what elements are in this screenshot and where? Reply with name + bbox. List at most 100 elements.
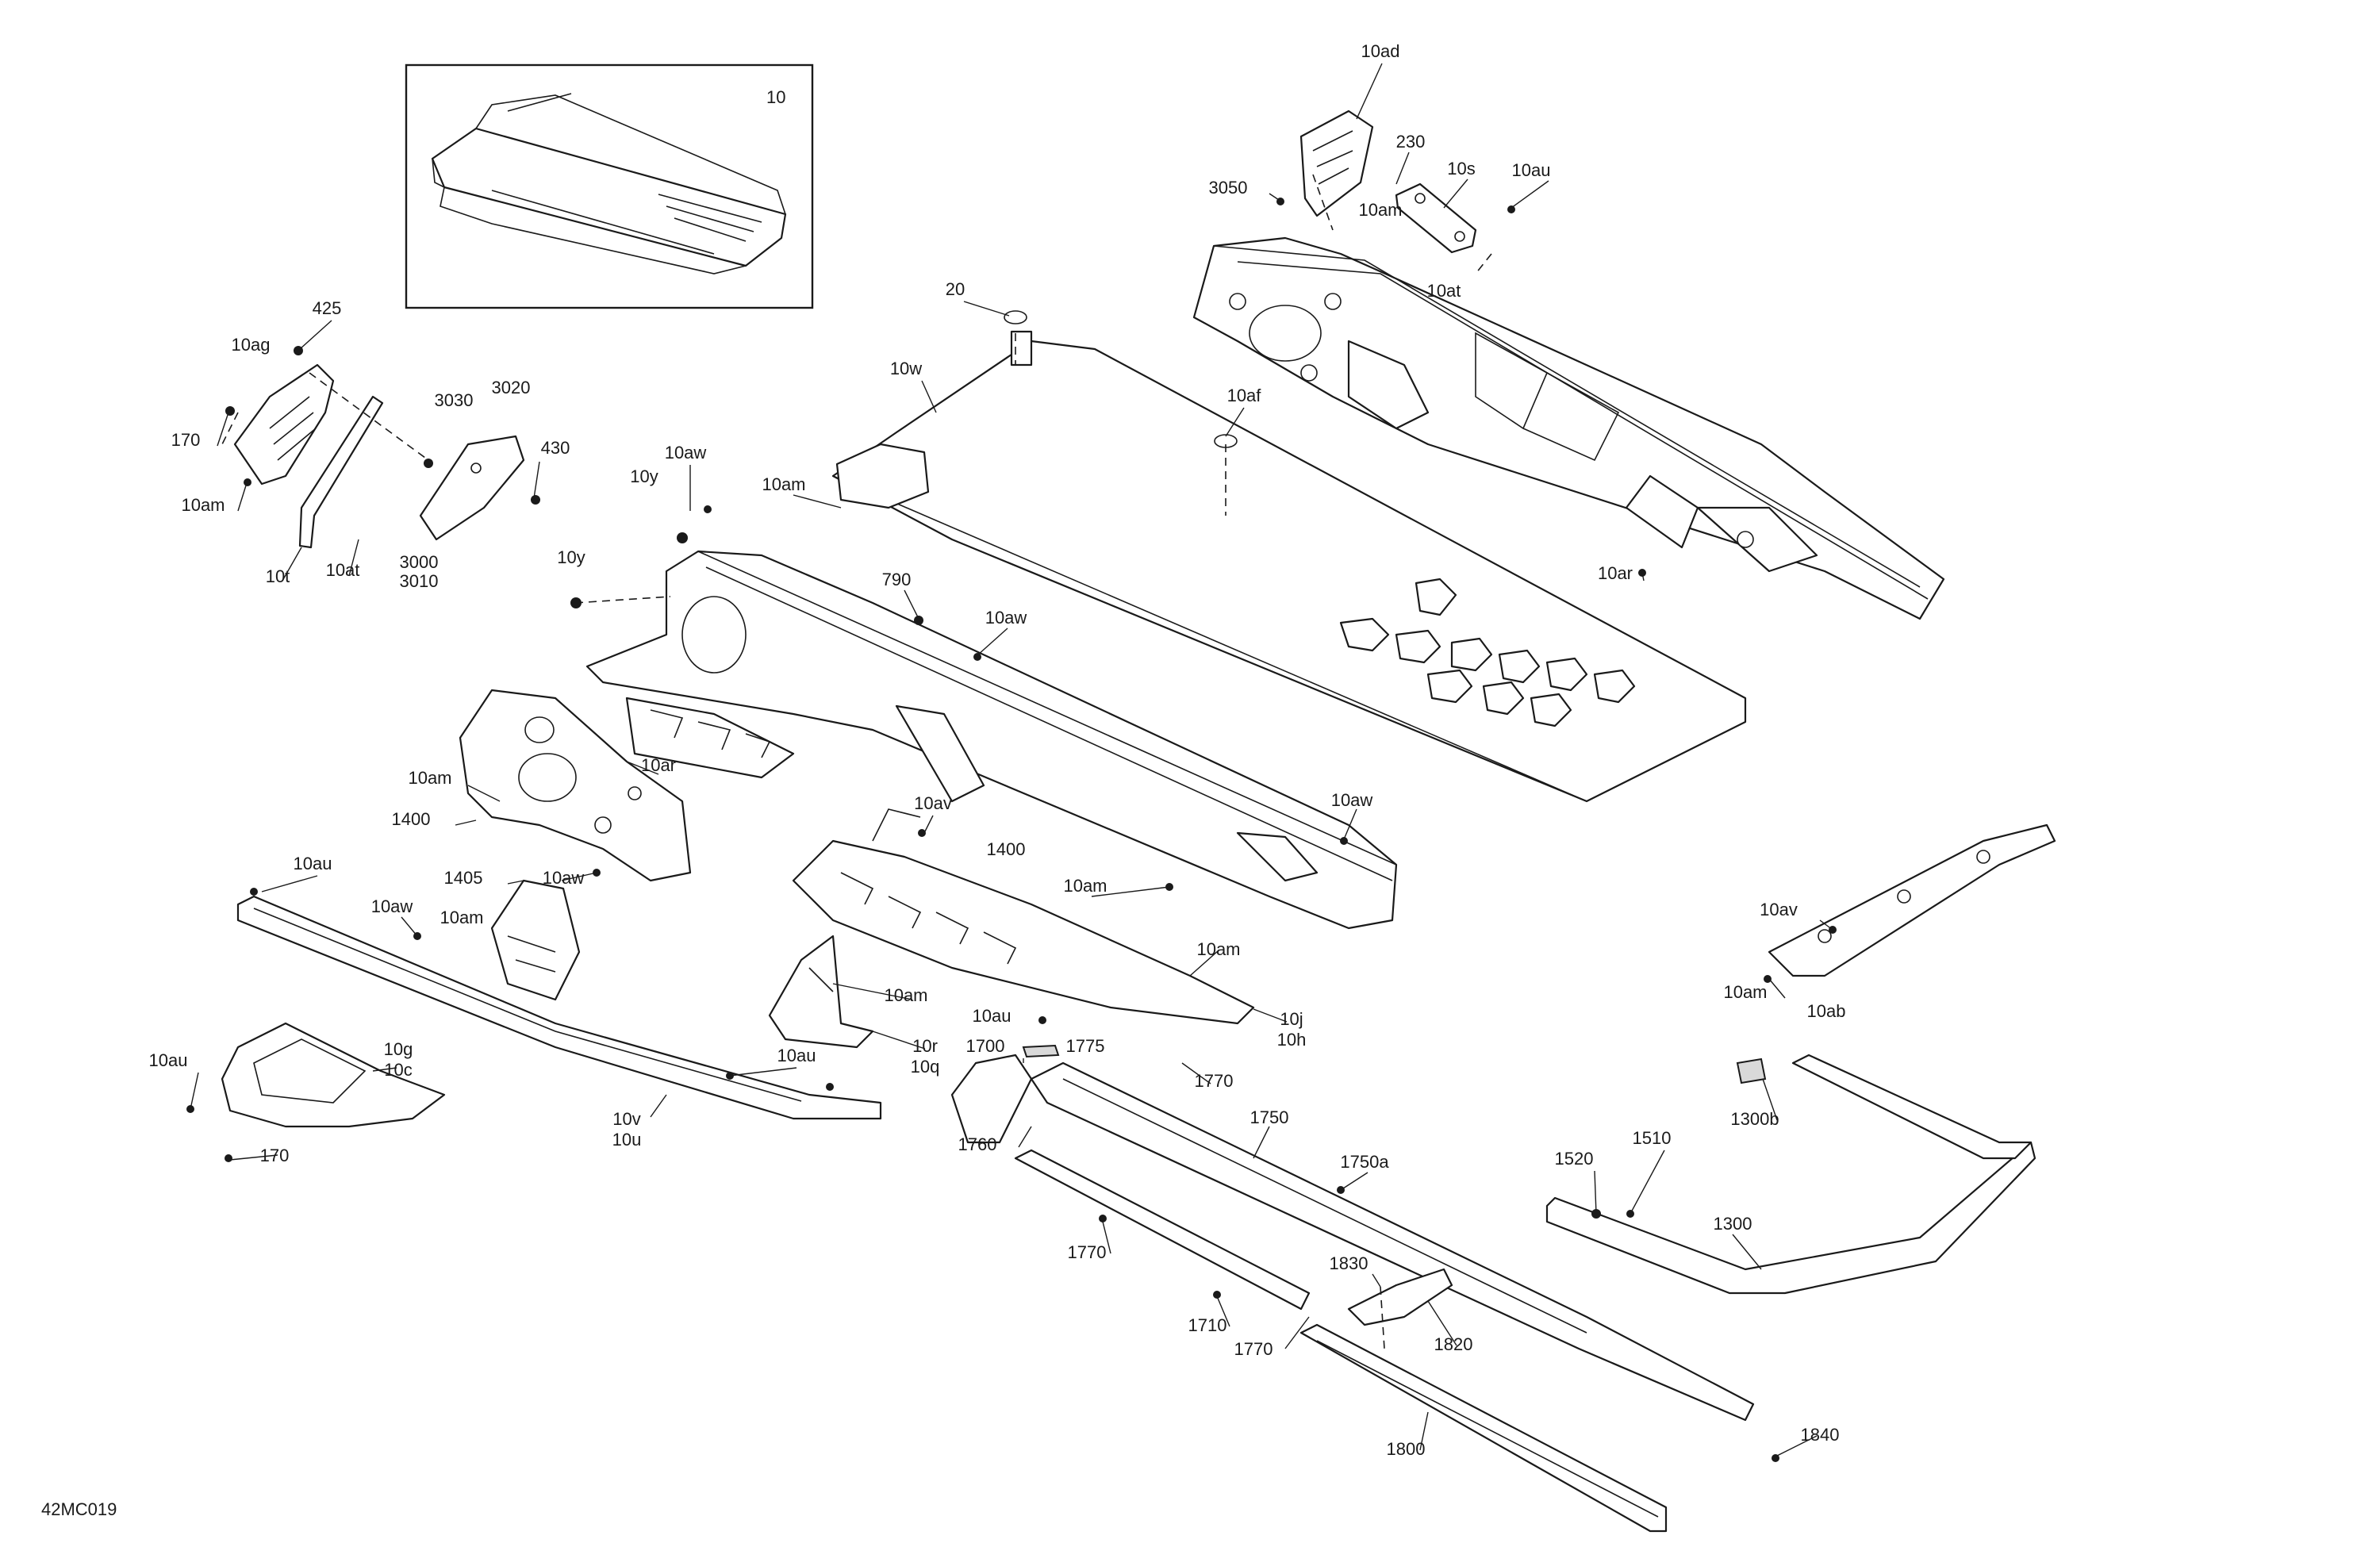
callout-10am: 10am (408, 768, 451, 788)
inset-label: 10 (766, 87, 785, 107)
part-10g-front-plate (221, 1022, 446, 1128)
callout-1300b: 1300b (1730, 1109, 1779, 1129)
callout-20: 20 (946, 279, 965, 299)
part-10v-running-board (236, 895, 882, 1120)
callout-1750: 1750 (1250, 1107, 1289, 1127)
callout-1520: 1520 (1555, 1149, 1594, 1169)
callout-1300: 1300 (1714, 1214, 1752, 1234)
callout-10g: 10g (384, 1039, 413, 1059)
callout-10af: 10af (1227, 386, 1262, 405)
callout-10c: 10c (384, 1060, 412, 1080)
part-10j-center-panel (792, 808, 1255, 1025)
callout-10at: 10at (326, 560, 360, 580)
callout-10au: 10au (973, 1006, 1012, 1026)
callout-10q: 10q (911, 1057, 940, 1077)
callout-1510: 1510 (1633, 1128, 1672, 1148)
callout-10av: 10av (914, 793, 952, 813)
part-1750-rail (1030, 1061, 1755, 1422)
callout-10av: 10av (1760, 900, 1798, 919)
callout-10am: 10am (440, 908, 483, 927)
callout-1400: 1400 (987, 839, 1026, 859)
inset-tunnel-drawing (431, 93, 787, 274)
callout-10am: 10am (1358, 200, 1402, 220)
callout-10aw: 10aw (1331, 790, 1373, 810)
callout-430: 430 (541, 438, 570, 458)
part-10w-tunnel-top (831, 310, 1747, 803)
callout-1770: 1770 (1234, 1339, 1273, 1359)
part-10t-brace (298, 395, 384, 549)
callout-3020: 3020 (492, 378, 531, 397)
part-right-tunnel-side (1192, 236, 1945, 620)
part-1700-front-link (950, 1054, 1033, 1144)
part-3000-bracket (419, 435, 525, 541)
callout-10j: 10j (1280, 1009, 1303, 1029)
part-10ag-footrest (233, 363, 335, 486)
callout-10s: 10s (1447, 159, 1475, 178)
callout-10ab: 10ab (1807, 1001, 1846, 1021)
callout-10au: 10au (1512, 160, 1551, 180)
callout-10ar: 10ar (641, 755, 676, 775)
callout-1770: 1770 (1195, 1071, 1234, 1091)
callout-170: 170 (171, 430, 201, 450)
callout-10y: 10y (630, 466, 658, 486)
callout-10ar: 10ar (1598, 563, 1633, 583)
part-1710-rail (1014, 1149, 1311, 1311)
callout-1775: 1775 (1066, 1036, 1105, 1056)
part-1300b-clip (1736, 1057, 1767, 1084)
callout-1820: 1820 (1434, 1334, 1473, 1354)
callout-10aw: 10aw (665, 443, 707, 463)
part-10s-link (1395, 182, 1477, 254)
callout-1710: 1710 (1188, 1315, 1227, 1335)
callout-10w: 10w (890, 359, 922, 378)
callout-1840: 1840 (1801, 1425, 1840, 1445)
callout-1700: 1700 (966, 1036, 1005, 1056)
callout-10r: 10r (912, 1036, 938, 1056)
callout-790: 790 (882, 570, 912, 589)
part-1300-rear-bumper (1545, 1054, 2036, 1295)
tunnel-vent-slots (1339, 578, 1636, 727)
part-1800-rail (1299, 1323, 1668, 1533)
callout-10au: 10au (777, 1046, 816, 1065)
callout-10u: 10u (612, 1130, 642, 1150)
callout-1750a: 1750a (1340, 1152, 1389, 1172)
callout-10am: 10am (1723, 982, 1767, 1002)
part-1820-crossbar (1347, 1268, 1453, 1326)
callout-10am: 10am (1063, 876, 1107, 896)
part-left-tunnel-side (585, 550, 1398, 930)
part-10ab-rear-bumper-bracket (1768, 823, 2056, 977)
assembly-dashed-lines (221, 174, 1492, 1349)
callout-1400: 1400 (392, 809, 431, 829)
callout-1760: 1760 (958, 1134, 997, 1154)
callout-10t: 10t (266, 566, 290, 586)
part-1405-bracket (490, 879, 581, 1001)
callout-10aw: 10aw (543, 868, 585, 888)
callout-10aw: 10aw (371, 896, 413, 916)
callout-1830: 1830 (1330, 1253, 1368, 1273)
callout-10aw: 10aw (985, 608, 1027, 628)
figure-code: 42MC019 (41, 1499, 117, 1519)
part-1400-left-plate (459, 689, 692, 882)
callout-10h: 10h (1277, 1030, 1307, 1050)
callout-3030: 3030 (435, 390, 474, 410)
callout-1770: 1770 (1068, 1242, 1107, 1262)
callout-3000: 3000 (400, 552, 439, 572)
callout-230: 230 (1396, 132, 1426, 152)
callout-3050: 3050 (1209, 178, 1248, 198)
callout-1800: 1800 (1387, 1439, 1426, 1459)
callout-3010: 3010 (400, 571, 439, 591)
callout-10at: 10at (1427, 281, 1461, 301)
callout-425: 425 (313, 298, 342, 318)
callout-170: 170 (260, 1146, 290, 1165)
part-1775-pad (1022, 1044, 1060, 1058)
callout-10au: 10au (149, 1050, 188, 1070)
callout-1405: 1405 (444, 868, 483, 888)
callout-10am: 10am (181, 495, 225, 515)
part-10r-bracket (768, 935, 874, 1049)
callout-10au: 10au (294, 854, 332, 873)
callout-10v: 10v (612, 1109, 640, 1129)
callout-10am: 10am (762, 474, 805, 494)
callout-10am: 10am (884, 985, 927, 1005)
leader-lines (190, 63, 1833, 1457)
callout-10am: 10am (1196, 939, 1240, 959)
